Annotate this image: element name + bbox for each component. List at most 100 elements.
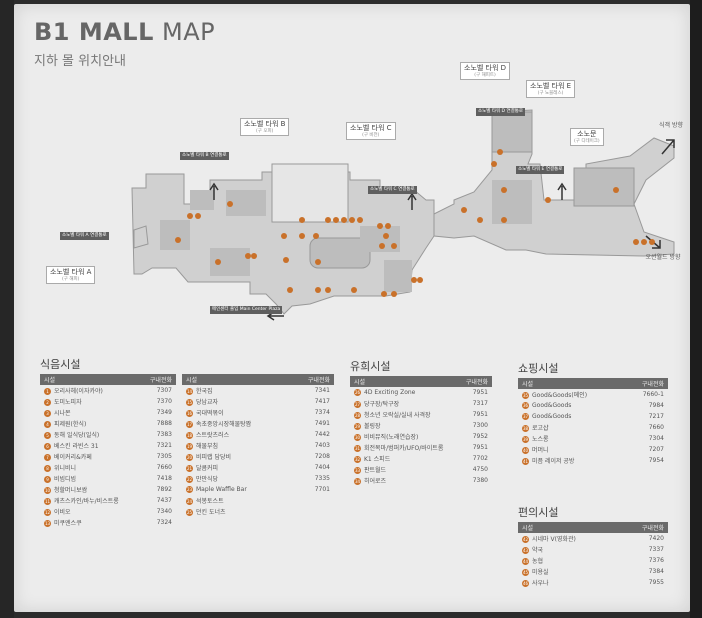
facility-name: 베스킨 라빈스 31 bbox=[54, 443, 99, 450]
facility-number-badge: 44 bbox=[522, 558, 529, 565]
facility-name: 4D Exciting Zone bbox=[364, 389, 416, 396]
facility-number-badge: 37 bbox=[522, 413, 529, 420]
facility-name: 시네마 V(영화관) bbox=[532, 536, 576, 543]
floor-plan bbox=[131, 109, 675, 321]
tower-d-block bbox=[491, 111, 533, 153]
direction-top-right: 식객 방향 bbox=[659, 122, 683, 129]
facility-name: 청소년 오락실/실내 사격장 bbox=[364, 412, 431, 419]
facility-number-badge: 25 bbox=[186, 509, 193, 516]
facility-number-badge: 33 bbox=[354, 467, 361, 474]
facility-phone: 7335 bbox=[314, 475, 330, 482]
facility-name: 속초중앙시장해물탕짬 bbox=[196, 421, 252, 428]
facility-phone: 7207 bbox=[648, 446, 664, 453]
facility-name: 도미노피자 bbox=[54, 399, 82, 406]
facility-number-badge: 24 bbox=[186, 498, 193, 505]
facility-name: 미픔 레이저 공방 bbox=[532, 458, 575, 465]
arrow-up-icon bbox=[209, 182, 219, 200]
facility-number-badge: 3 bbox=[44, 410, 51, 417]
facility-number-badge: 22 bbox=[186, 476, 193, 483]
tower-d-label: 소노벨 타워 D(구 해피트) bbox=[460, 62, 511, 80]
facility-number-badge: 29 bbox=[354, 423, 361, 430]
col-phone: 구내전화 bbox=[618, 522, 668, 533]
facility-name: 회전목마/범퍼카/UFO/바이트롬 bbox=[364, 445, 444, 452]
facility-phone: 7660 bbox=[648, 424, 664, 431]
facility-phone: 7888 bbox=[156, 420, 172, 427]
facility-name: 시나몬 bbox=[54, 410, 71, 417]
col-phone: 구내전화 bbox=[139, 374, 176, 385]
facility-phone: 7951 bbox=[472, 444, 488, 451]
facility-name: 판트월드 bbox=[364, 467, 387, 474]
facility-phone: 7404 bbox=[314, 464, 330, 471]
east-building bbox=[573, 167, 635, 207]
central-oval-area bbox=[309, 237, 371, 269]
exit-label: 메인센터 출입 Main Center Plaza bbox=[210, 306, 283, 314]
facility-phone: 7420 bbox=[648, 535, 664, 542]
facility-number-badge: 13 bbox=[44, 520, 51, 527]
facility-number-badge: 36 bbox=[522, 402, 529, 409]
facility-phone: 7324 bbox=[156, 519, 172, 526]
facility-number-badge: 40 bbox=[522, 447, 529, 454]
facility-phone: 7951 bbox=[472, 411, 488, 418]
facility-name: 노스롱 bbox=[532, 436, 549, 443]
facility-phone: 7660 bbox=[156, 464, 172, 471]
facility-number-badge: 10 bbox=[44, 487, 51, 494]
facility-phone: 7954 bbox=[648, 457, 664, 464]
facility-number-badge: 17 bbox=[186, 421, 193, 428]
facility-name: 비피랩 담당비 bbox=[196, 454, 232, 461]
elevator-d-label: 소노벨 타워 D 연결통로 bbox=[476, 108, 526, 116]
facility-number-badge: 2 bbox=[44, 399, 51, 406]
facility-name: 스트랏츠러스 bbox=[196, 432, 230, 439]
facility-name: 해물부침 bbox=[196, 443, 219, 450]
facility-phone bbox=[290, 506, 334, 517]
page-subtitle: 지하 몰 위치안내 bbox=[34, 54, 126, 69]
facility-phone: 7370 bbox=[156, 398, 172, 405]
facility-name: 오리사헤(이자카야) bbox=[54, 388, 103, 395]
facility-phone: 7300 bbox=[472, 422, 488, 429]
facility-phone: 7951 bbox=[472, 389, 488, 396]
facility-phone: 7384 bbox=[648, 568, 664, 575]
elevator-b-label: 소노벨 타워 B 연결통로 bbox=[180, 152, 229, 160]
facility-number-badge: 20 bbox=[186, 454, 193, 461]
facility-phone: 7702 bbox=[472, 455, 488, 462]
facility-number-badge: 26 bbox=[354, 389, 361, 396]
facility-number-badge: 39 bbox=[522, 436, 529, 443]
facility-phone: 7417 bbox=[314, 398, 330, 405]
facility-phone: 7304 bbox=[648, 435, 664, 442]
facility-phone: 7376 bbox=[648, 557, 664, 564]
